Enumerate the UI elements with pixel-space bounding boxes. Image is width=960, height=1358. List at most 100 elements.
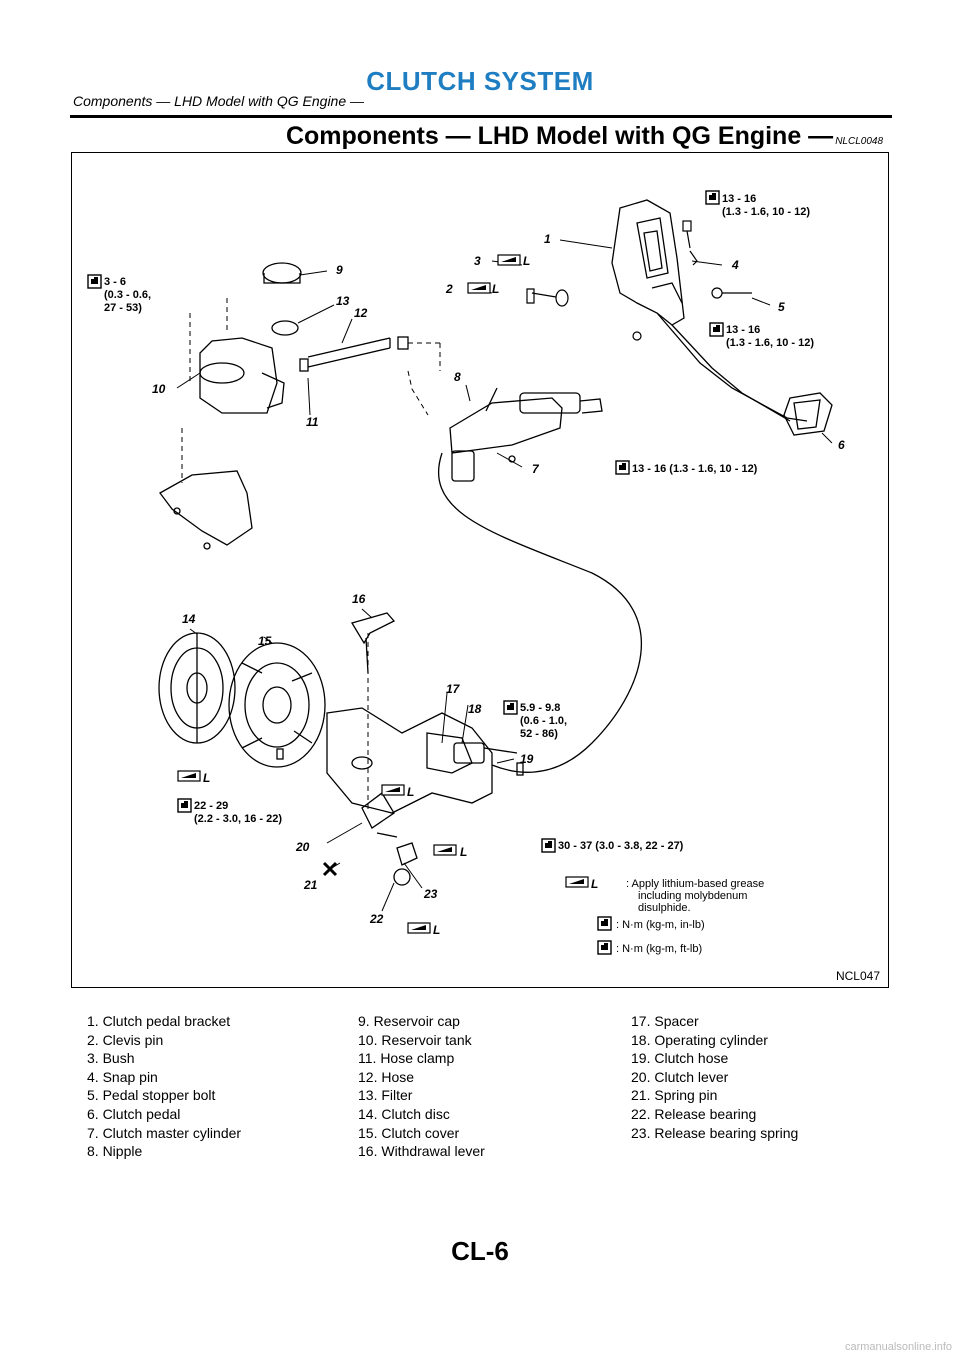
svg-text:23: 23 <box>423 887 438 901</box>
svg-text:L: L <box>407 785 414 799</box>
section-ref-code: NLCL0048 <box>835 136 883 147</box>
torque-4-line3: 27 - 53) <box>104 302 142 314</box>
clutch-cover <box>228 642 326 768</box>
legend-item: 4. Snap pin <box>87 1068 158 1085</box>
svg-text:19: 19 <box>520 752 534 766</box>
part-callouts: 1 2 3 4 5 6 7 8 9 10 11 12 13 14 15 16 1… <box>152 232 845 926</box>
legend-item: 18. Operating cylinder <box>631 1031 768 1048</box>
header-rule <box>70 115 892 118</box>
legend-item: 14. Clutch disc <box>358 1105 450 1122</box>
clutch-hose-line <box>437 452 643 773</box>
legend-item: 12. Hose <box>358 1068 415 1085</box>
legend-item: 22. Release bearing <box>631 1105 757 1122</box>
svg-text:L: L <box>523 254 530 268</box>
torque-2-line1: 13 - 16 <box>726 324 760 336</box>
legend-col-1: 1. Clutch pedal bracket 2. Clevis pin 3.… <box>87 1012 241 1161</box>
torque-7: 30 - 37 (3.0 - 3.8, 22 - 27) <box>558 840 684 852</box>
svg-text:14: 14 <box>182 612 196 626</box>
torque-5-line3: 52 - 86) <box>520 728 558 740</box>
page-header-title: CLUTCH SYSTEM <box>366 66 594 96</box>
legend-col-2: 9. Reservoir cap 10. Reservoir tank 11. … <box>358 1012 485 1161</box>
legend-item: 16. Withdrawal lever <box>358 1143 485 1160</box>
legend-item: 5. Pedal stopper bolt <box>87 1087 216 1104</box>
dashed-guides <box>181 298 441 813</box>
reservoir-tank <box>199 262 409 414</box>
grease-labels: L L L L L L L <box>203 254 598 937</box>
torque-4-line2: (0.3 - 0.6, <box>104 289 151 301</box>
torque-1-line2: (1.3 - 1.6, 10 - 12) <box>722 206 810 218</box>
svg-text:15: 15 <box>258 634 272 648</box>
tank-bracket <box>159 470 253 550</box>
section-title-text: Components — LHD Model with QG Engine — <box>285 122 834 150</box>
svg-text:2: 2 <box>445 282 453 296</box>
key-nm-ftlb: : N·m (kg-m, ft-lb) <box>616 943 702 955</box>
svg-text:7: 7 <box>532 462 540 476</box>
torque-3: 13 - 16 (1.3 - 1.6, 10 - 12) <box>632 463 758 475</box>
legend-item: 2. Clevis pin <box>87 1031 164 1048</box>
exploded-diagram: 1 2 3 4 5 6 7 8 9 10 11 12 13 14 15 16 1… <box>71 152 889 988</box>
legend-item: 15. Clutch cover <box>358 1124 460 1141</box>
svg-text:L: L <box>460 845 467 859</box>
svg-text:1: 1 <box>544 232 551 246</box>
key-grease-line2: including molybdenum <box>638 890 747 902</box>
svg-text:20: 20 <box>295 840 310 854</box>
torque-6-line2: (2.2 - 3.0, 16 - 22) <box>194 813 282 825</box>
torque-4-line1: 3 - 6 <box>104 276 126 288</box>
master-cylinder <box>449 387 603 482</box>
svg-text:10: 10 <box>152 382 166 396</box>
legend-item: 8. Nipple <box>87 1143 143 1160</box>
torque-2-line2: (1.3 - 1.6, 10 - 12) <box>726 337 814 349</box>
svg-text:4: 4 <box>731 258 739 272</box>
svg-text:9: 9 <box>336 263 343 277</box>
legend-col-3: 17. Spacer 18. Operating cylinder 19. Cl… <box>631 1012 798 1142</box>
key-grease-line3: disulphide. <box>638 902 691 914</box>
legend-item: 6. Clutch pedal <box>87 1105 181 1122</box>
clutch-disc <box>158 632 236 744</box>
legend-item: 20. Clutch lever <box>631 1068 729 1085</box>
torque-1-line1: 13 - 16 <box>722 193 756 205</box>
svg-text:6: 6 <box>838 438 845 452</box>
legend-item: 1. Clutch pedal bracket <box>87 1013 231 1029</box>
legend-item: 11. Hose clamp <box>358 1050 455 1067</box>
key-grease-line1: : Apply lithium-based grease <box>626 878 764 890</box>
svg-text:5: 5 <box>778 300 785 314</box>
torque-5-line2: (0.6 - 1.0, <box>520 715 567 727</box>
svg-text:16: 16 <box>352 592 366 606</box>
legend-item: 23. Release bearing spring <box>631 1124 799 1141</box>
legend-item: 17. Spacer <box>631 1013 699 1029</box>
svg-text:8: 8 <box>454 370 461 384</box>
pedal-bolts <box>526 220 752 341</box>
svg-text:17: 17 <box>446 682 461 696</box>
svg-text:22: 22 <box>369 912 384 926</box>
diagram-drawing: 1 2 3 4 5 6 7 8 9 10 11 12 13 14 15 16 1… <box>87 190 845 955</box>
svg-text:13: 13 <box>336 294 350 308</box>
pedal-assembly <box>611 199 833 436</box>
replace-mark <box>322 861 338 877</box>
svg-text:L: L <box>203 771 210 785</box>
transmission-area <box>326 612 524 886</box>
figure-id: NCL047 <box>835 969 880 983</box>
watermark: carmanualsonline.info <box>844 1341 952 1353</box>
svg-text:L: L <box>492 282 499 296</box>
legend-item: 10. Reservoir tank <box>358 1031 472 1048</box>
legend-item: 7. Clutch master cylinder <box>87 1124 242 1141</box>
key-nm-inlb: : N·m (kg-m, in-lb) <box>616 919 705 931</box>
page-header-subtitle: Components — LHD Model with QG Engine — <box>73 93 365 109</box>
svg-text:21: 21 <box>303 878 318 892</box>
torque-labels: 13 - 16 (1.3 - 1.6, 10 - 12) 13 - 16 (1.… <box>104 193 814 852</box>
svg-text:L: L <box>433 923 440 937</box>
legend-item: 3. Bush <box>87 1050 135 1067</box>
legend-item: 21. Spring pin <box>631 1087 718 1104</box>
legend-item: 9. Reservoir cap <box>358 1013 460 1029</box>
torque-6-line1: 22 - 29 <box>194 800 228 812</box>
svg-text:L: L <box>591 877 598 891</box>
svg-text:11: 11 <box>306 415 319 429</box>
diagram-key: : Apply lithium-based grease including m… <box>616 878 764 955</box>
torque-5-line1: 5.9 - 9.8 <box>520 702 560 714</box>
section-title: Components — LHD Model with QG Engine —N… <box>286 122 883 151</box>
legend-item: 19. Clutch hose <box>631 1050 729 1067</box>
legend-item: 13. Filter <box>358 1087 413 1104</box>
svg-text:12: 12 <box>354 306 368 320</box>
svg-text:3: 3 <box>474 254 481 268</box>
svg-text:18: 18 <box>468 702 482 716</box>
